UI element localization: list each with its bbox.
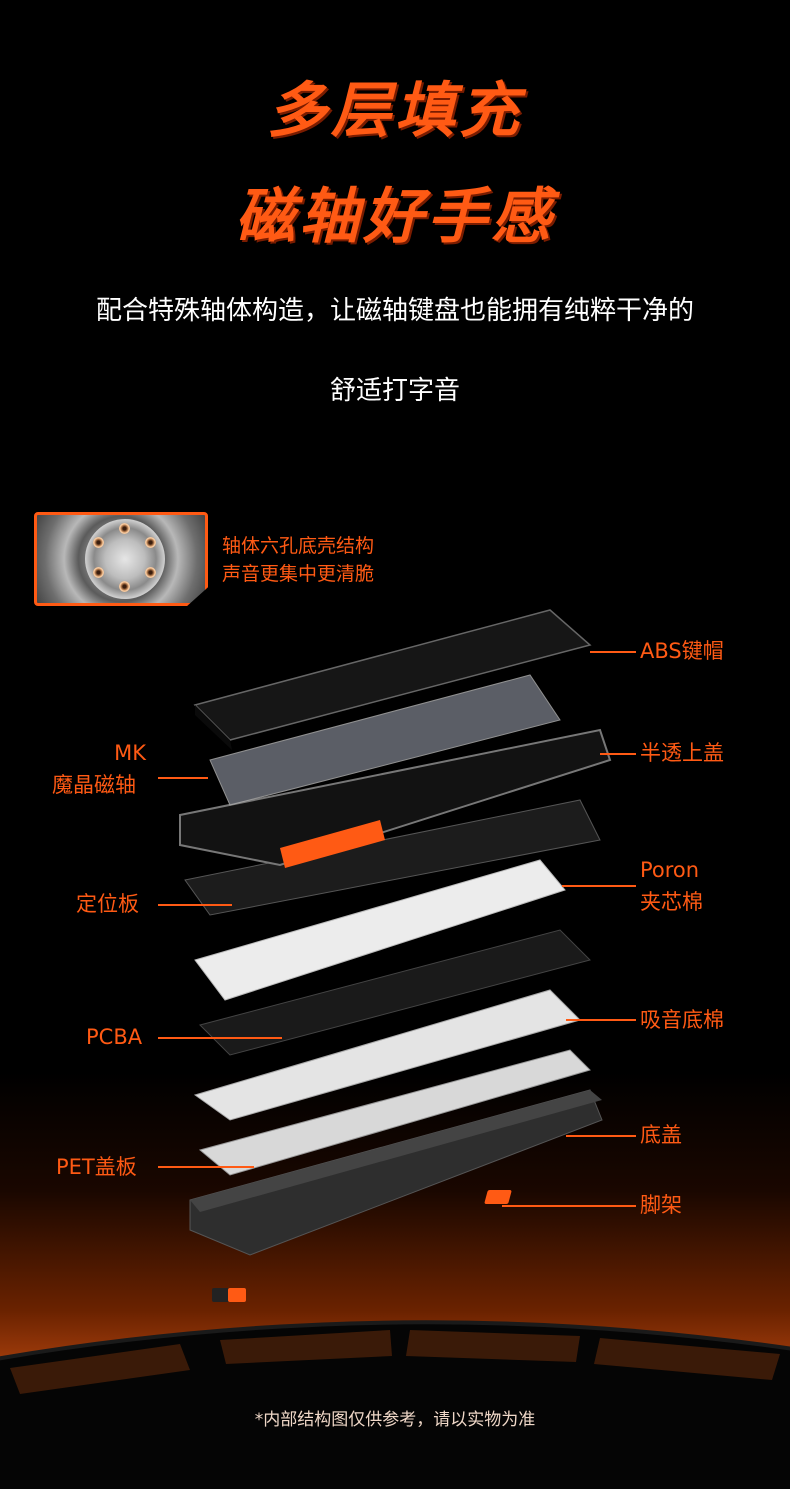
keyboard-foot-accent	[228, 1288, 246, 1302]
subtitle-line1: 配合特殊轴体构造，让磁轴键盘也能拥有纯粹干净的	[95, 296, 694, 326]
label-poron-line1: Poron	[640, 858, 700, 882]
inset-caption-line1: 轴体六孔底壳结构	[222, 535, 375, 557]
label-mk-line1: MK	[114, 741, 146, 765]
top-cover-layer	[179, 728, 612, 868]
pcba-layer	[199, 929, 591, 1056]
leader-line	[600, 753, 636, 755]
poron-foam-layer	[194, 859, 566, 1001]
bottom-case-layer	[189, 1089, 603, 1256]
label-pcba: PCBA	[86, 1025, 143, 1049]
keyboard-foot-piece	[484, 1190, 512, 1204]
hole-icon	[145, 567, 156, 578]
hole-icon	[145, 537, 156, 548]
label-plate: 定位板	[76, 892, 139, 916]
leader-line	[502, 1205, 636, 1207]
hole-icon	[119, 523, 130, 534]
hole-icon	[119, 581, 130, 592]
leader-line	[158, 904, 232, 906]
label-translucent-cover: 半透上盖	[640, 741, 724, 765]
inset-caption-line2: 声音更集中更清脆	[222, 563, 375, 585]
leader-line	[590, 651, 636, 653]
subtitle-line2: 舒适打字音	[329, 376, 460, 406]
label-feet: 脚架	[640, 1193, 682, 1217]
decorative-arc	[0, 1320, 790, 1489]
label-sound-foam: 吸音底棉	[640, 1008, 724, 1032]
label-pet-cover: PET盖板	[56, 1155, 137, 1179]
leader-line	[566, 1019, 636, 1021]
hole-icon	[93, 537, 104, 548]
switch-bottom-inset-image	[34, 512, 208, 606]
leader-line	[562, 885, 636, 887]
leader-line	[158, 777, 208, 779]
headline-line1: 多层填充	[267, 76, 523, 146]
label-mk-line2: 魔晶磁轴	[52, 773, 136, 797]
leader-line	[158, 1037, 282, 1039]
inset-caption: 轴体六孔底壳结构 声音更集中更清脆	[222, 532, 374, 588]
disclaimer-note: *内部结构图仅供参考，请以实物为准	[254, 1410, 536, 1430]
headline-line2: 磁轴好手感	[235, 182, 555, 252]
label-bottom-case: 底盖	[640, 1123, 682, 1147]
leader-line	[158, 1166, 254, 1168]
label-poron-line2: 夹芯棉	[640, 890, 703, 914]
keycaps-layer	[193, 609, 592, 750]
leader-line	[566, 1135, 636, 1137]
label-abs-keycaps: ABS键帽	[640, 639, 724, 663]
hole-icon	[93, 567, 104, 578]
plate-layer	[184, 799, 601, 916]
exploded-keyboard-illustration	[179, 609, 612, 1256]
switches-layer	[209, 674, 561, 806]
